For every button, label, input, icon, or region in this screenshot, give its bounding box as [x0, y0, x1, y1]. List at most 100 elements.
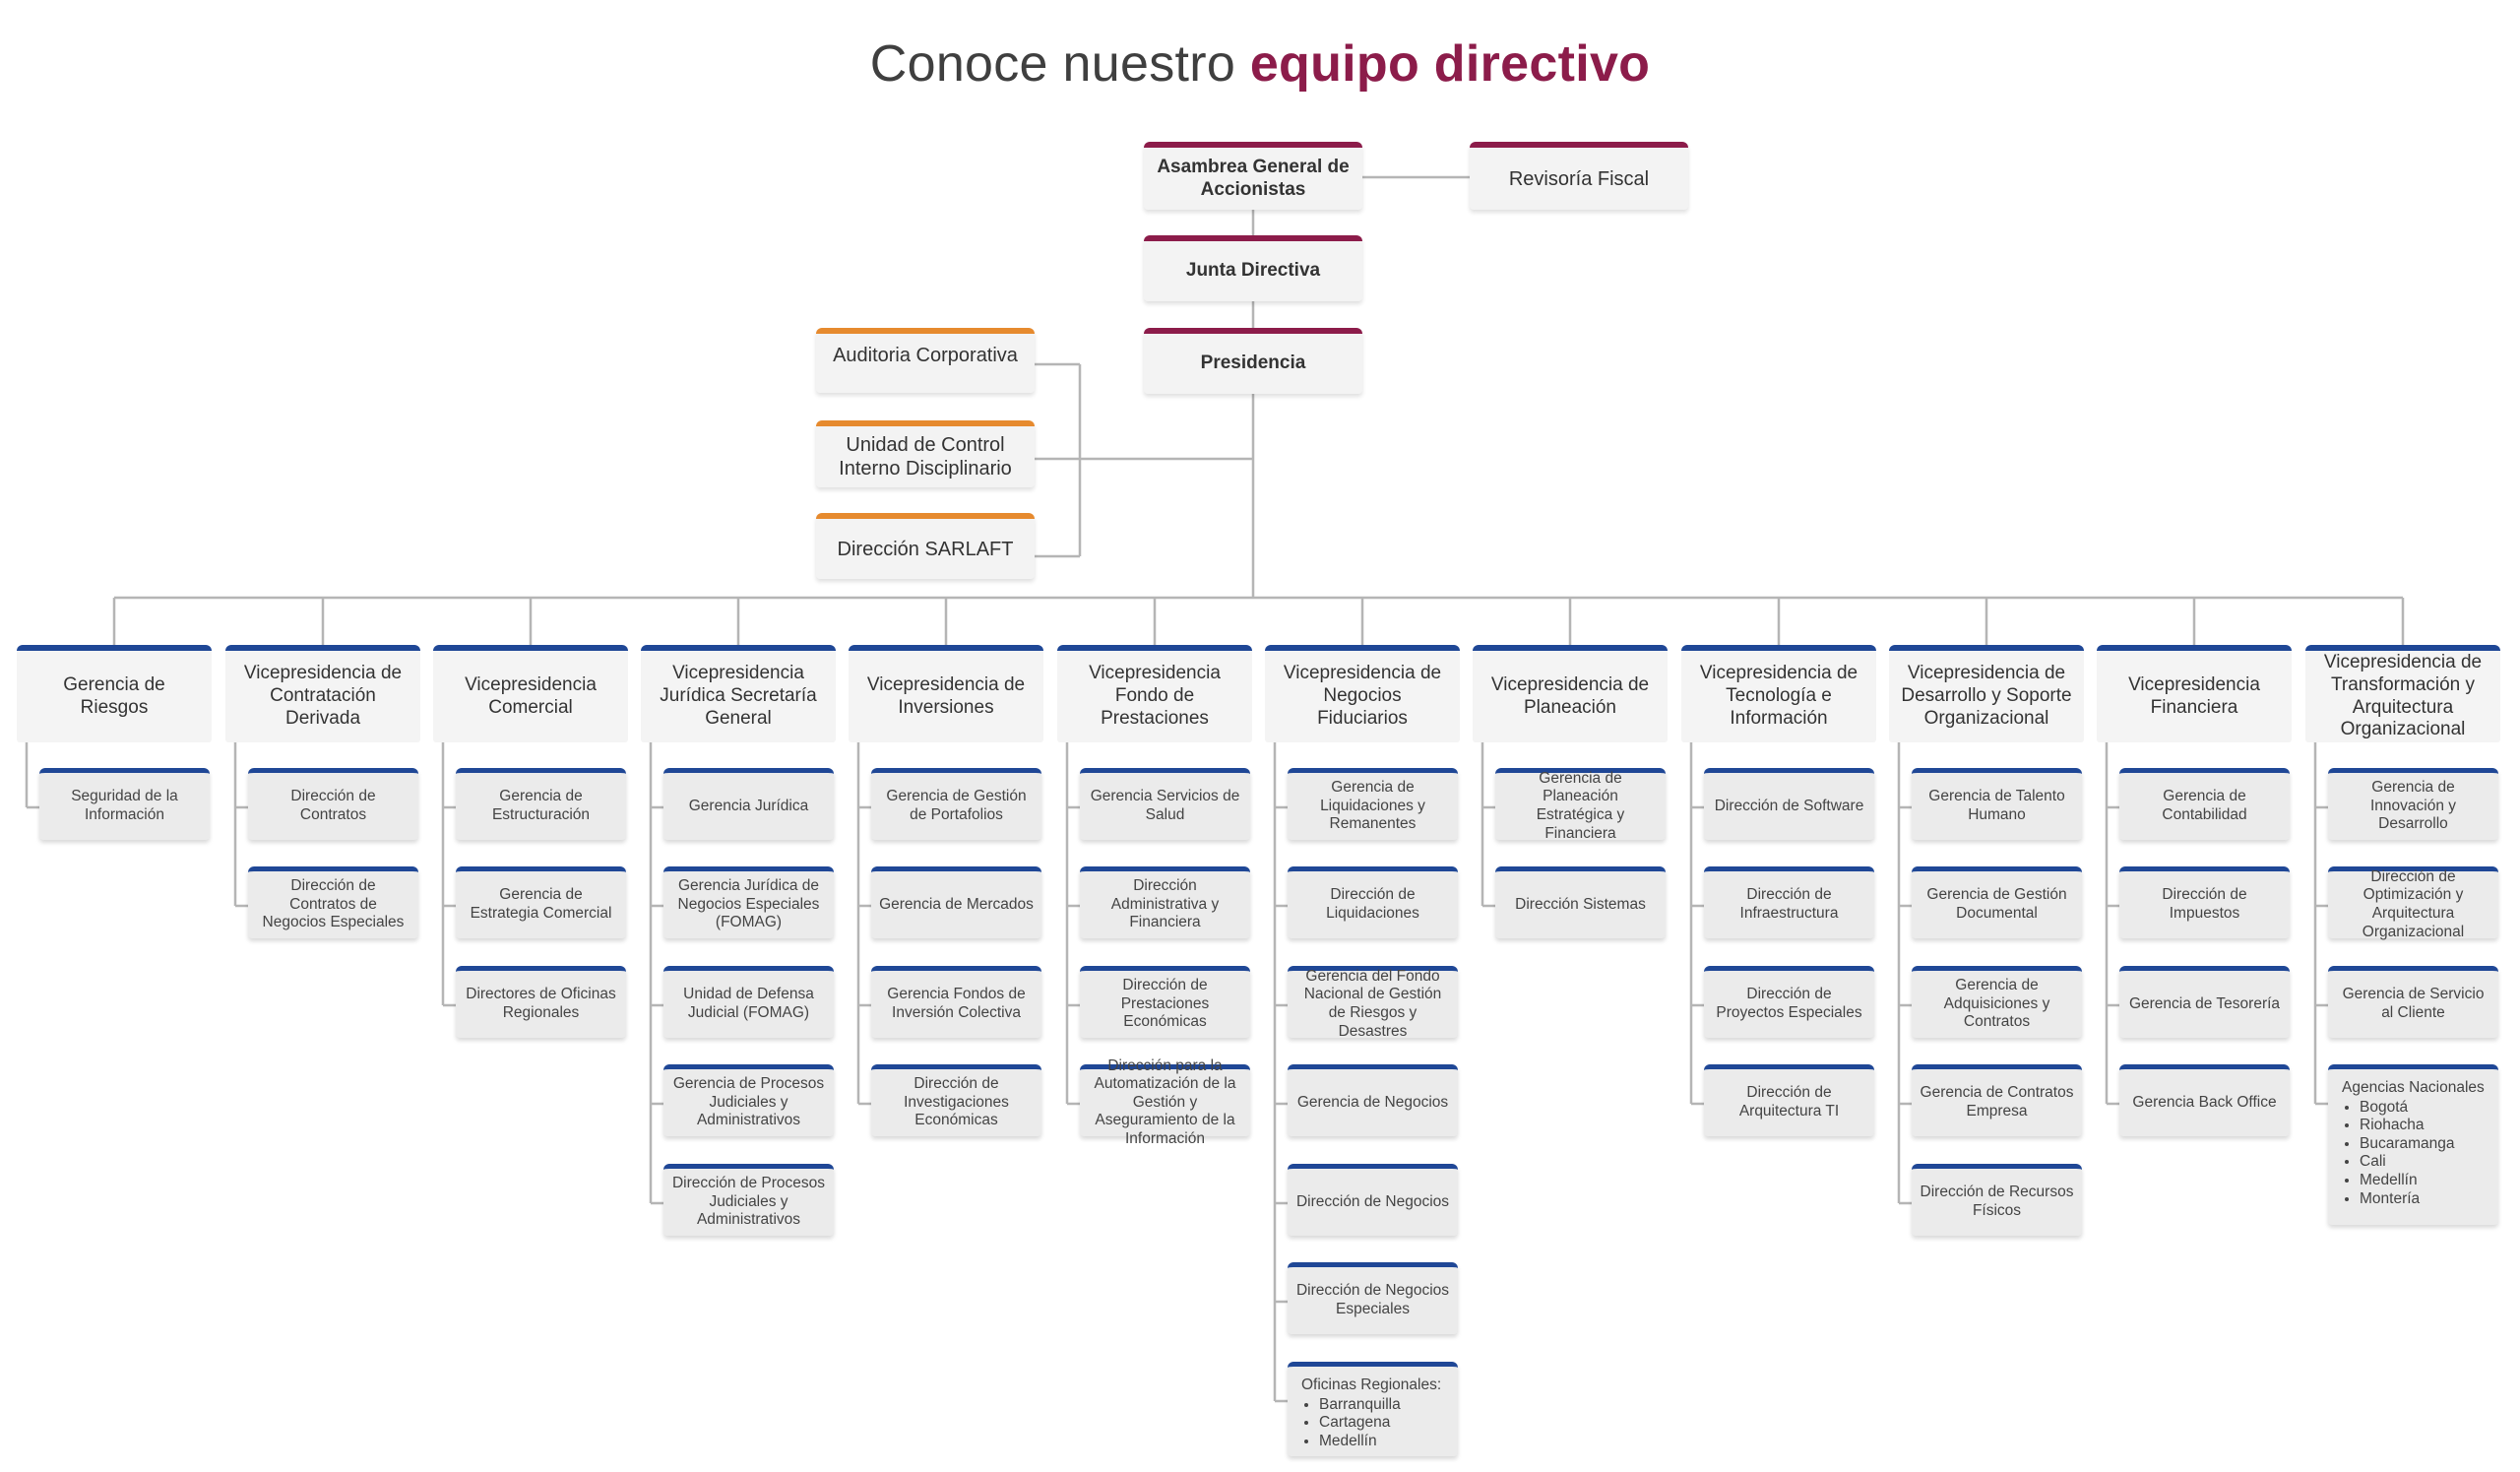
unit-label: Gerencia de Planeación Estratégica y Fin… — [1536, 769, 1625, 842]
unit-box: Dirección de Proyectos Especiales — [1704, 966, 1874, 1038]
vp-box: Gerencia de Riesgos — [17, 645, 212, 742]
vp-box: Vicepresidencia de Tecnología e Informac… — [1681, 645, 1876, 742]
location-item: Bucaramanga — [2360, 1135, 2485, 1154]
title-prefix: Conoce nuestro — [869, 35, 1250, 93]
unit-label: Gerencia de Mercados — [879, 895, 1034, 913]
junta-label: Junta Directiva — [1185, 260, 1321, 282]
unit-label: Dirección de Contratos de Negocios Espec… — [262, 877, 405, 931]
unit-box: Dirección de Infraestructura — [1704, 866, 1874, 938]
unit-box: Seguridad de la Información — [39, 768, 210, 840]
unit-label: Seguridad de la Información — [71, 788, 178, 823]
unit-box: Gerencia de Planeación Estratégica y Fin… — [1495, 768, 1666, 842]
unit-box: Gerencia Servicios de Salud — [1080, 768, 1250, 840]
unit-label: Gerencia de Estructuración — [491, 788, 591, 823]
vp-box: Vicepresidencia Jurídica Secretaría Gene… — [641, 645, 836, 742]
unit-box: Dirección de Liquidaciones — [1288, 866, 1458, 938]
unit-box: Dirección de Procesos Judiciales y Admin… — [663, 1164, 834, 1236]
vp-box: Vicepresidencia Comercial — [433, 645, 628, 742]
location-item: Medellín — [2360, 1172, 2485, 1190]
vp-box: Vicepresidencia de Contratación Derivada — [225, 645, 420, 742]
unit-box: Gerencia de Estrategia Comercial — [456, 866, 626, 938]
unit-label: Dirección de Arquitectura TI — [1738, 1084, 1840, 1120]
unit-box: Dirección de Contratos de Negocios Espec… — [248, 866, 418, 938]
unit-box: Dirección Sistemas — [1495, 866, 1666, 938]
locations-heading: Oficinas Regionales: — [1301, 1376, 1442, 1393]
locations-list: BarranquillaCartagenaMedellín — [1301, 1396, 1444, 1451]
vp-title: Vicepresidencia Comercial — [465, 673, 597, 718]
unit-label: Gerencia de Procesos Judiciales y Admini… — [672, 1075, 825, 1129]
unit-box: Dirección de Arquitectura TI — [1704, 1064, 1874, 1136]
page-title: Conoce nuestro equipo directivo — [0, 34, 2520, 94]
unit-box: Dirección de Negocios — [1288, 1164, 1458, 1236]
vp-box: Vicepresidencia Fondo de Prestaciones — [1057, 645, 1252, 742]
unit-label: Dirección de Investigaciones Económicas — [904, 1075, 1009, 1129]
locations-list: BogotáRiohachaBucaramangaCaliMedellínMon… — [2342, 1099, 2485, 1209]
unit-box: Gerencia de Adquisiciones y Contratos — [1912, 966, 2082, 1038]
unit-box: Dirección de Negocios Especiales — [1288, 1262, 1458, 1334]
location-item: Bogotá — [2360, 1099, 2485, 1118]
unit-box: Gerencia de Innovación y Desarrollo — [2328, 768, 2498, 840]
asamblea-box: Asambrea General de Accionistas — [1144, 142, 1362, 210]
unit-box: Dirección de Contratos — [248, 768, 418, 840]
unit-box: Dirección Administrativa y Financiera — [1080, 866, 1250, 938]
unit-label: Dirección de Prestaciones Económicas — [1120, 977, 1210, 1031]
vp-box: Vicepresidencia de Transformación y Arqu… — [2305, 645, 2500, 742]
vp-box: Vicepresidencia de Desarrollo y Soporte … — [1889, 645, 2084, 742]
unit-box: Gerencia del Fondo Nacional de Gestión d… — [1288, 966, 1458, 1040]
unit-label: Gerencia de Gestión Documental — [1926, 886, 2067, 922]
unit-box: Gerencia de Gestión Documental — [1912, 866, 2082, 938]
vp-box: Vicepresidencia Financiera — [2097, 645, 2292, 742]
unit-label: Unidad de Defensa Judicial (FOMAG) — [683, 986, 814, 1021]
location-item: Barranquilla — [1319, 1396, 1444, 1415]
unit-box: Dirección de Impuestos — [2119, 866, 2290, 938]
vp-title: Vicepresidencia de Contratación Derivada — [243, 663, 403, 729]
asamblea-label: Asambrea General de Accionistas — [1157, 156, 1350, 200]
presidencia-box: Presidencia — [1144, 328, 1362, 394]
sarlaft-box: Dirección SARLAFT — [816, 513, 1035, 579]
vp-title: Vicepresidencia de Tecnología e Informac… — [1699, 663, 1858, 729]
presidencia-label: Presidencia — [1200, 352, 1306, 374]
vp-title: Vicepresidencia de Desarrollo y Soporte … — [1901, 663, 2072, 729]
unit-label: Dirección Sistemas — [1515, 895, 1646, 913]
unit-label: Dirección de Optimización y Arquitectura… — [2362, 867, 2465, 940]
unit-label: Gerencia de Gestión de Portafolios — [886, 788, 1027, 823]
unit-label: Gerencia de Talento Humano — [1928, 788, 2065, 823]
location-item: Cartagena — [1319, 1414, 1444, 1433]
unit-label: Gerencia de Contratos Empresa — [1920, 1084, 2074, 1120]
vp-title: Vicepresidencia Jurídica Secretaría Gene… — [660, 663, 817, 729]
unit-label: Directores de Oficinas Regionales — [466, 986, 616, 1021]
unit-box: Dirección de Recursos Físicos — [1912, 1164, 2082, 1236]
unit-box: Dirección de Prestaciones Económicas — [1080, 966, 1250, 1038]
title-accent: equipo directivo — [1249, 35, 1651, 93]
vp-title: Gerencia de Riesgos — [63, 673, 165, 718]
vp-box: Vicepresidencia de Negocios Fiduciarios — [1265, 645, 1460, 742]
unit-label: Gerencia Jurídica de Negocios Especiales… — [677, 877, 820, 931]
revisoria-label: Revisoría Fiscal — [1508, 167, 1650, 190]
unit-box: Directores de Oficinas Regionales — [456, 966, 626, 1038]
unit-label: Dirección de Negocios — [1295, 1192, 1450, 1210]
unit-label: Gerencia de Negocios — [1296, 1093, 1449, 1111]
unit-box: Gerencia de Contratos Empresa — [1912, 1064, 2082, 1136]
unit-box: Dirección para la Automatización de la G… — [1080, 1057, 1250, 1147]
unit-box: Unidad de Defensa Judicial (FOMAG) — [663, 966, 834, 1038]
unit-box: Gerencia de Negocios — [1288, 1064, 1458, 1136]
locations-box: Oficinas Regionales: BarranquillaCartagen… — [1288, 1362, 1458, 1456]
unit-label: Gerencia de Estrategia Comercial — [470, 886, 612, 922]
unit-label: Gerencia del Fondo Nacional de Gestión d… — [1303, 967, 1442, 1040]
unit-label: Dirección de Proyectos Especiales — [1716, 986, 1862, 1021]
unit-label: Gerencia de Liquidaciones y Remanentes — [1320, 779, 1425, 833]
unit-label: Gerencia de Contabilidad — [2162, 788, 2247, 823]
unit-box: Gerencia de Procesos Judiciales y Admini… — [663, 1064, 834, 1136]
vp-title: Vicepresidencia de Planeación — [1490, 673, 1650, 718]
unit-label: Dirección de Recursos Físicos — [1920, 1184, 2074, 1219]
unit-box: Gerencia de Mercados — [871, 866, 1041, 938]
unit-box: Gerencia de Contabilidad — [2119, 768, 2290, 840]
unit-label: Dirección para la Automatización de la G… — [1094, 1056, 1236, 1147]
vp-title: Vicepresidencia de Inversiones — [866, 673, 1026, 718]
unit-label: Gerencia Servicios de Salud — [1090, 788, 1240, 823]
unit-label: Dirección de Negocios Especiales — [1295, 1282, 1450, 1317]
unit-label: Dirección de Infraestructura — [1739, 886, 1839, 922]
unit-box: Gerencia de Servicio al Cliente — [2328, 966, 2498, 1038]
unit-box: Gerencia Jurídica de Negocios Especiales… — [663, 866, 834, 938]
